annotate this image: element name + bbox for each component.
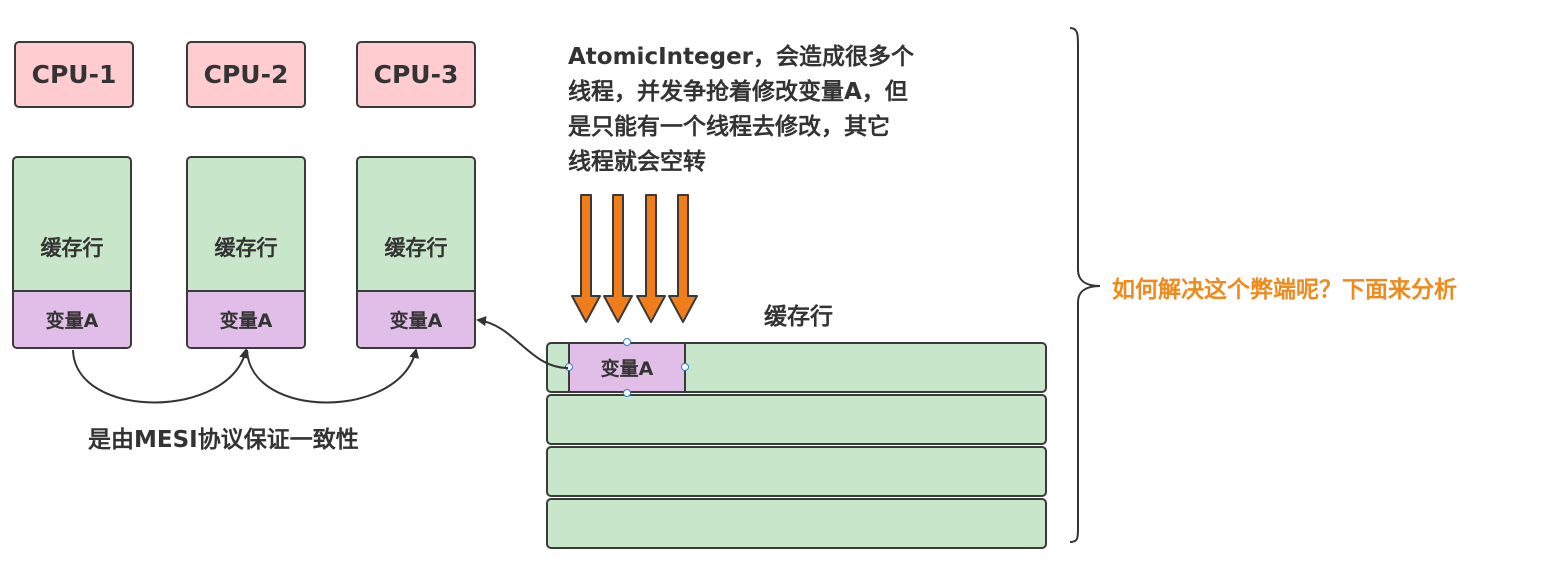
- cpu-2-label: CPU-2: [203, 60, 289, 89]
- selection-handle-right[interactable]: [681, 363, 689, 371]
- thread-arrow-2: [603, 194, 633, 323]
- cpu-3-variable-a: 变量A: [358, 290, 474, 347]
- thread-arrow-4: [668, 194, 698, 323]
- cpu-2-cache-line-label: 缓存行: [214, 236, 278, 260]
- atomic-note-line-2: 线程，并发争抢着修改变量A，但: [568, 79, 908, 105]
- cpu-1-cache-box: 缓存行 变量A: [12, 156, 132, 349]
- cpu-1-label: CPU-1: [31, 60, 117, 89]
- cpu-3-cache-line-label: 缓存行: [384, 236, 448, 260]
- cpu-1-cache-line-label: 缓存行: [40, 236, 104, 260]
- atomic-note-line-3: 是只能有一个线程去修改，其它: [568, 114, 890, 140]
- sync-connector: [476, 316, 569, 369]
- mesi-note: 是由MESI协议保证一致性: [88, 427, 359, 453]
- question-text: 如何解决这个弊端呢？下面来分析: [1112, 277, 1457, 303]
- right-brace: [1069, 27, 1101, 543]
- thread-arrows: [571, 194, 698, 323]
- atomic-note-line-1: AtomicInteger，会造成很多个: [568, 44, 915, 70]
- mesi-curve-2: [246, 348, 420, 404]
- cpu-2-cache-box: 缓存行 变量A: [186, 156, 306, 349]
- cpu-3-cache-box: 缓存行 变量A: [356, 156, 476, 349]
- atomic-note: AtomicInteger，会造成很多个 线程，并发争抢着修改变量A，但 是只能…: [568, 40, 914, 180]
- cpu-1-box: CPU-1: [14, 41, 134, 108]
- cache-row-3: [546, 446, 1047, 497]
- cache-row-2: [546, 394, 1047, 445]
- main-cache-title: 缓存行: [764, 304, 833, 330]
- cpu-2-variable-a: 变量A: [188, 290, 304, 347]
- cpu-2-box: CPU-2: [186, 41, 306, 108]
- cpu-3-label: CPU-3: [373, 60, 459, 89]
- selection-handle-bottom[interactable]: [623, 389, 631, 397]
- selection-handle-top[interactable]: [623, 338, 631, 346]
- cache-row-4: [546, 498, 1047, 549]
- cpu-1-variable-a: 变量A: [14, 290, 130, 347]
- cpu-3-box: CPU-3: [356, 41, 476, 108]
- thread-arrow-1: [571, 194, 601, 323]
- atomic-note-line-4: 线程就会空转: [568, 149, 706, 175]
- mesi-curve-1: [72, 348, 250, 404]
- thread-arrow-3: [636, 194, 666, 323]
